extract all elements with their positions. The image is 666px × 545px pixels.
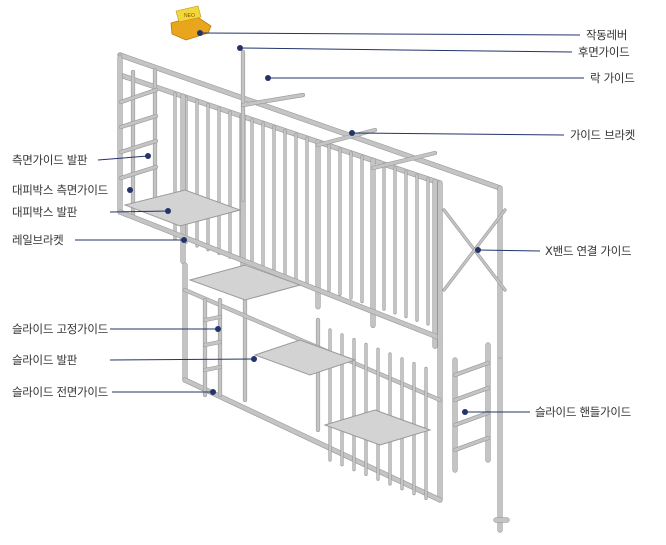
leader-rail-bracket-dot <box>181 237 187 243</box>
label-x-band-guide: X밴드 연결 가이드 <box>545 244 632 258</box>
leader-x-band-guide-dot <box>475 247 481 253</box>
leader-shelter-step-dot <box>165 208 171 214</box>
lever-tag-text: NEO <box>184 13 195 19</box>
callout-leaders <box>75 30 584 415</box>
leader-x-band-guide <box>477 249 541 252</box>
shelter-deck <box>123 189 242 227</box>
handle-ladder-rung <box>453 411 490 427</box>
leader-slide-step <box>109 358 255 361</box>
leader-guide-bracket-dot <box>349 130 355 136</box>
lower-bottom-rail <box>183 378 442 502</box>
label-shelter-step: 대피박스 발판 <box>12 205 78 219</box>
leader-slide-fixed-guide-dot <box>215 326 221 332</box>
upper-bottom-rail <box>118 210 442 340</box>
leader-slide-step-dot <box>251 356 257 362</box>
scaffold-structure <box>117 49 510 533</box>
top-rail-rear <box>118 53 502 190</box>
label-slide-step: 슬라이드 발판 <box>12 353 78 367</box>
leader-rear-guide-dot <box>237 45 243 51</box>
operating-lever: NEO <box>170 5 212 41</box>
label-rack-guide: 락 가이드 <box>590 71 635 85</box>
label-slide-fixed-guide: 슬라이드 고정가이드 <box>12 322 108 336</box>
x-brace-2 <box>443 209 506 291</box>
leader-rear-guide <box>239 47 573 53</box>
label-slide-handle-guide: 슬라이드 핸들가이드 <box>535 405 631 419</box>
side-step-3 <box>119 139 158 154</box>
leader-slide-front-guide-dot <box>210 389 216 395</box>
cross-member-2 <box>316 128 377 147</box>
side-step-4 <box>119 165 158 180</box>
lever-body <box>170 15 212 41</box>
leader-operating-lever <box>199 32 581 36</box>
leader-operating-lever-dot <box>197 30 203 36</box>
slide-deck-1 <box>188 264 302 301</box>
cross-member-1 <box>241 93 305 107</box>
handle-ladder-rung <box>453 436 490 452</box>
slide-ladder-rung <box>203 315 222 322</box>
slide-deck-3 <box>323 409 432 446</box>
side-step-2 <box>119 114 158 129</box>
leader-side-guide-step <box>97 155 149 161</box>
label-rear-guide: 후면가이드 <box>578 45 630 59</box>
handle-ladder-rung <box>453 361 490 377</box>
label-slide-front-guide: 슬라이드 전면가이드 <box>12 385 108 399</box>
leader-shelter-step <box>109 210 169 213</box>
slide-deck-2 <box>253 339 357 376</box>
label-guide-bracket: 가이드 브라켓 <box>570 128 636 142</box>
slide-ladder-rung <box>203 340 222 347</box>
handle-ladder-rung <box>453 386 490 402</box>
lever-tag <box>175 5 202 23</box>
leader-rack-guide-dot <box>265 75 271 81</box>
leader-shelter-side-guide-dot <box>127 187 133 193</box>
label-operating-lever: 작동레버 <box>586 28 628 42</box>
leader-slide-handle-guide-dot <box>462 409 468 415</box>
label-side-guide-step: 측면가이드 발판 <box>12 153 88 167</box>
label-rail-bracket: 레일브라켓 <box>12 233 64 247</box>
top-rail-front <box>118 73 442 185</box>
leader-side-guide-step-dot <box>145 153 151 159</box>
cross-member-3 <box>371 151 437 170</box>
side-step-1 <box>119 88 158 104</box>
leader-guide-bracket <box>351 132 565 136</box>
slide-ladder-rung <box>203 365 222 372</box>
label-shelter-side-guide: 대피박스 측면가이드 <box>12 183 108 197</box>
